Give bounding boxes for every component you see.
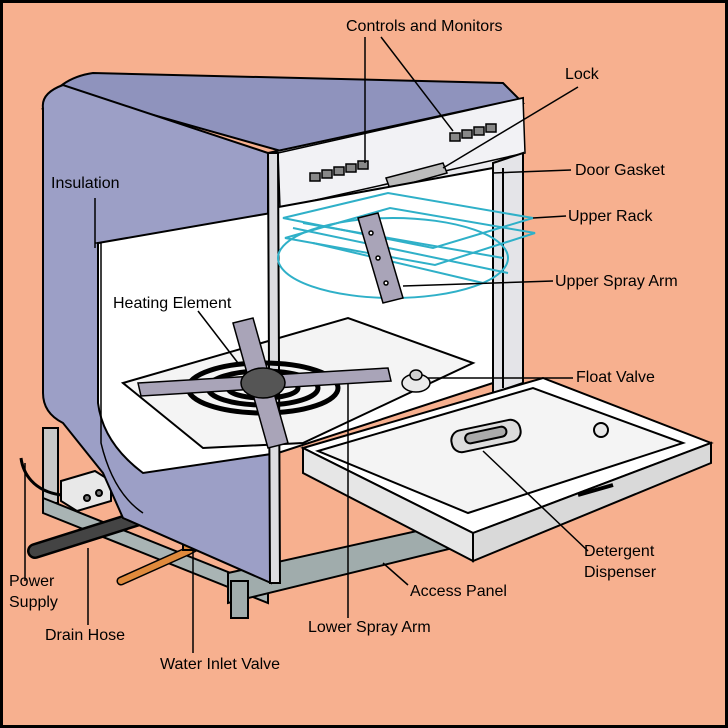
label-controls-and-monitors: Controls and Monitors — [346, 18, 503, 35]
label-detergent-dispenser: Detergent Dispenser — [584, 541, 656, 583]
label-lock: Lock — [565, 66, 599, 83]
open-door — [300, 376, 714, 563]
upper-spray-arm — [357, 212, 404, 304]
label-door-gasket: Door Gasket — [575, 162, 665, 179]
label-power-supply: Power Supply — [9, 571, 58, 613]
label-access-panel: Access Panel — [410, 583, 507, 600]
power-cord — [19, 457, 62, 497]
leader-lines — [24, 36, 589, 653]
label-drain-hose: Drain Hose — [45, 627, 126, 644]
label-power-supply-line2: Supply — [9, 594, 58, 611]
dishwasher-illustration — [19, 36, 714, 653]
label-water-inlet-valve: Water Inlet Valve — [160, 656, 281, 673]
junction-box — [60, 469, 112, 513]
label-float-valve: Float Valve — [576, 369, 655, 386]
label-lower-spray-arm: Lower Spray Arm — [308, 619, 431, 636]
label-detergent-line2: Dispenser — [584, 564, 657, 581]
label-upper-spray-arm: Upper Spray Arm — [555, 273, 678, 290]
label-detergent-line1: Detergent — [584, 543, 655, 560]
label-heating-element: Heating Element — [113, 295, 232, 312]
label-upper-rack: Upper Rack — [568, 208, 653, 225]
insulation-strip — [95, 242, 144, 514]
lower-spray-arm — [137, 317, 392, 449]
dishwasher-diagram: Controls and Monitors Lock Door Gasket U… — [3, 3, 725, 725]
label-power-supply-line1: Power — [9, 573, 55, 590]
float-valve — [401, 369, 431, 393]
label-insulation: Insulation — [51, 175, 120, 192]
